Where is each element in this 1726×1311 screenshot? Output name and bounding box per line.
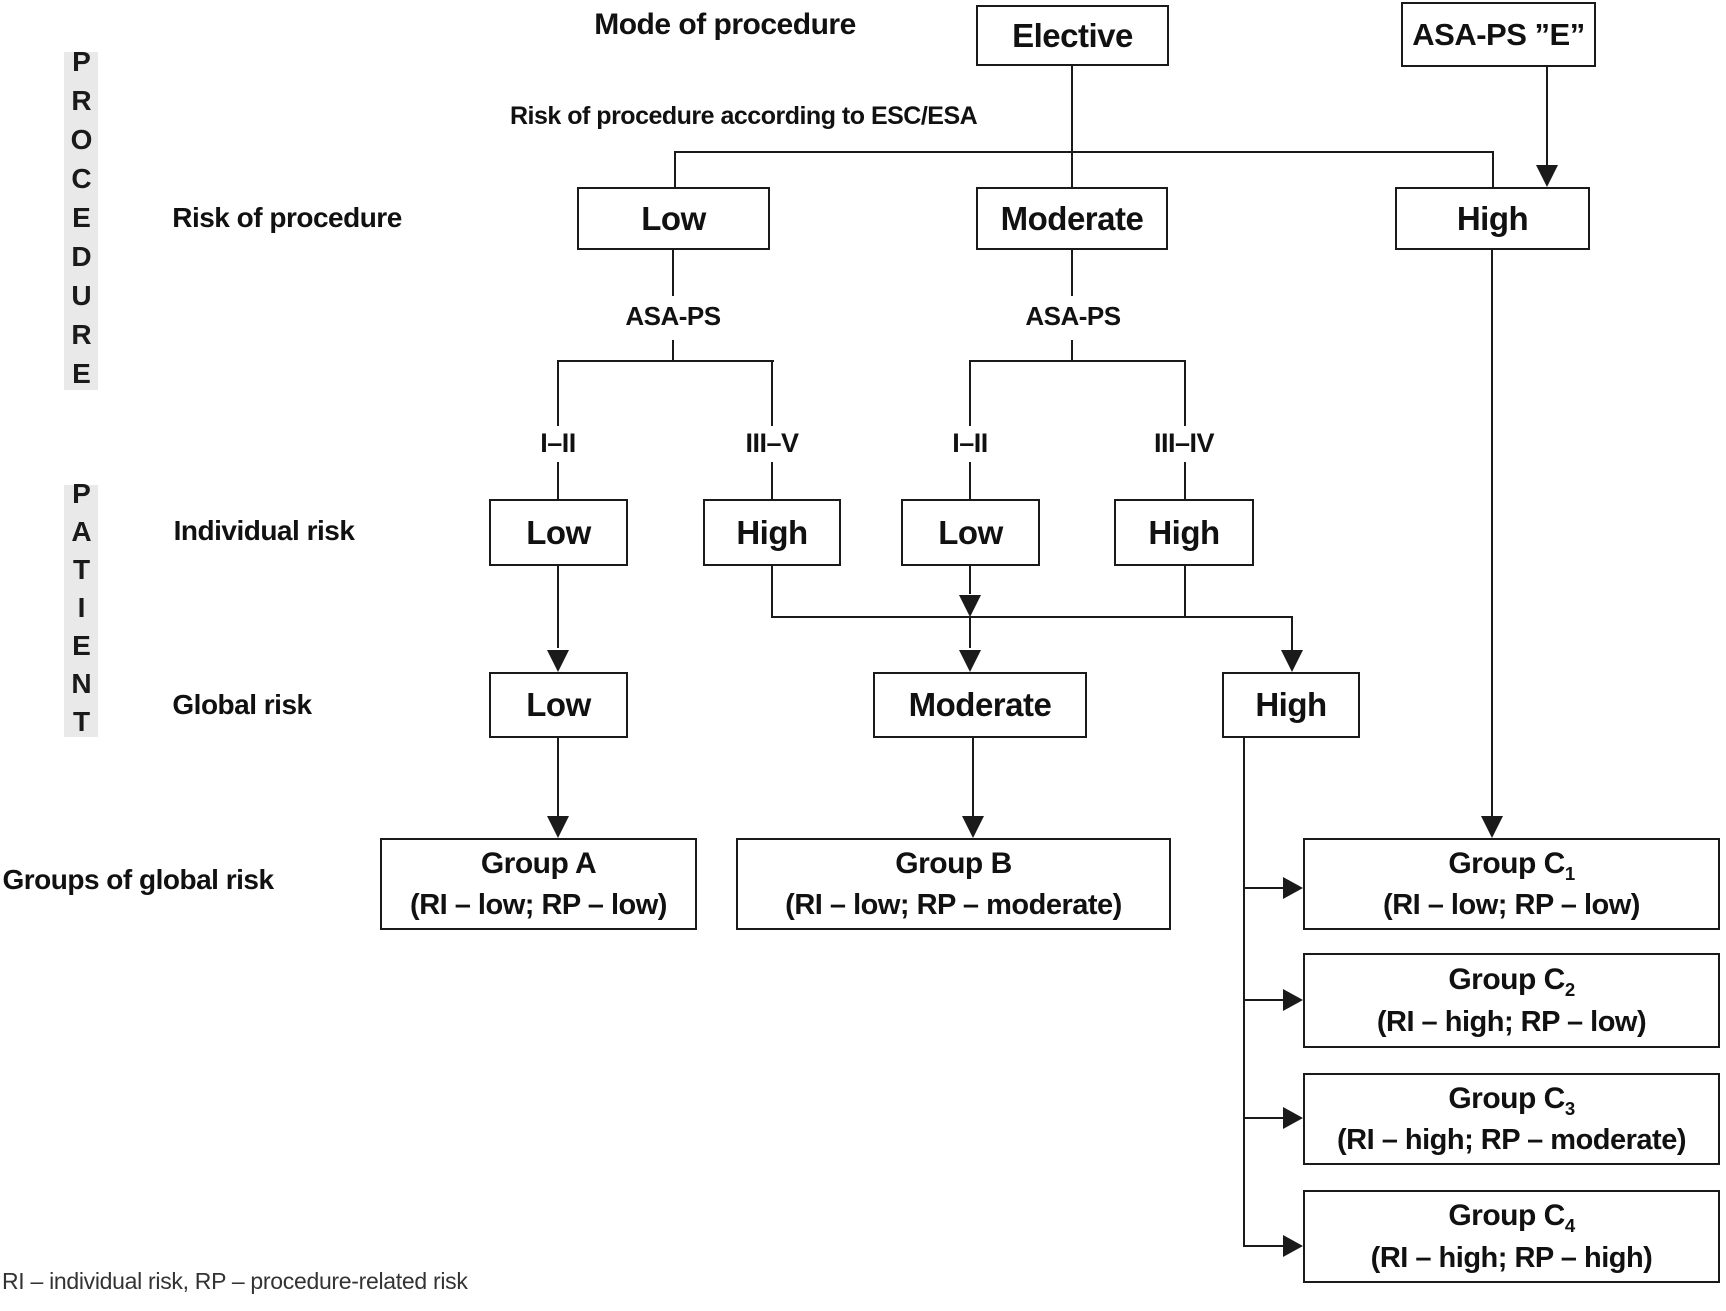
connector-line: [969, 618, 971, 648]
node-elective: Elective: [976, 5, 1169, 66]
connector-line: [1184, 360, 1186, 426]
node-individual-low-2: Low: [901, 499, 1040, 566]
node-group-c2: Group C2 (RI – high; RP – low): [1303, 953, 1720, 1048]
label-asa-ps-left: ASA-PS: [625, 301, 721, 331]
connector-line: [771, 616, 1293, 618]
connector-line: [771, 360, 773, 426]
arrow-down-icon: [1281, 650, 1303, 672]
row-label-risk-of-procedure: Risk of procedure: [172, 202, 402, 233]
node-individual-low-1: Low: [489, 499, 628, 566]
connector-line: [1244, 1245, 1286, 1247]
connector-line: [674, 151, 1494, 153]
group-b-title: Group B: [895, 846, 1012, 880]
node-risk-high: High: [1395, 187, 1590, 250]
esc-esa-label: Risk of procedure according to ESC/ESA: [510, 102, 978, 130]
connector-line: [771, 566, 773, 618]
arrow-down-icon: [547, 816, 569, 838]
group-c4-title: Group C4: [1448, 1199, 1575, 1237]
connector-line: [1491, 250, 1493, 816]
node-group-c1: Group C1 (RI – low; RP – low): [1303, 838, 1720, 930]
arrow-right-icon: [1283, 989, 1303, 1011]
connector-line: [557, 566, 559, 648]
row-label-global-risk: Global risk: [172, 689, 312, 720]
page-title: Mode of procedure: [594, 8, 856, 41]
connector-line: [972, 738, 974, 816]
arrow-right-icon: [1283, 1107, 1303, 1129]
node-group-c4: Group C4 (RI – high; RP – high): [1303, 1190, 1720, 1283]
group-a-detail: (RI – low; RP – low): [410, 889, 667, 922]
node-asa-ps-e: ASA-PS ”E”: [1401, 2, 1596, 67]
connector-line: [1071, 340, 1073, 362]
arrow-down-icon: [1481, 816, 1503, 838]
connector-line: [1184, 462, 1186, 499]
group-c1-detail: (RI – low; RP – low): [1383, 889, 1640, 922]
connector-line: [969, 360, 1185, 362]
connector-line: [969, 360, 971, 426]
group-c2-detail: (RI – high; RP – low): [1376, 1005, 1647, 1038]
connector-line: [969, 566, 971, 594]
connector-line: [1546, 67, 1548, 165]
label-asa-iii-iv: III–IV: [1153, 428, 1215, 458]
group-a-title: Group A: [480, 846, 597, 880]
connector-line: [1184, 566, 1186, 618]
connector-line: [1243, 738, 1245, 1247]
node-group-a: Group A (RI – low; RP – low): [380, 838, 697, 930]
group-c1-title: Group C1: [1448, 846, 1575, 884]
node-individual-high-2: High: [1114, 499, 1254, 566]
connector-line: [1492, 151, 1494, 188]
arrow-down-icon: [959, 595, 981, 617]
connector-line: [557, 462, 559, 499]
arrow-down-icon: [1536, 165, 1558, 187]
node-global-high: High: [1222, 672, 1360, 738]
connector-line: [672, 250, 674, 296]
label-asa-ps-right: ASA-PS: [1025, 301, 1121, 331]
node-group-c3: Group C3 (RI – high; RP – moderate): [1303, 1073, 1720, 1165]
group-c2-title: Group C2: [1448, 963, 1575, 1001]
connector-line: [969, 462, 971, 499]
connector-line: [1071, 66, 1073, 187]
arrow-right-icon: [1283, 1235, 1303, 1257]
node-risk-low: Low: [577, 187, 770, 250]
node-risk-moderate: Moderate: [976, 187, 1168, 250]
group-c4-detail: (RI – high; RP – high): [1370, 1241, 1653, 1274]
label-asa-i-ii-right: I–II: [952, 428, 988, 458]
node-group-b: Group B (RI – low; RP – moderate): [736, 838, 1171, 930]
connector-line: [1071, 250, 1073, 296]
connector-line: [672, 340, 674, 362]
connector-line: [674, 151, 676, 188]
connector-line: [557, 738, 559, 816]
node-individual-high-1: High: [703, 499, 841, 566]
label-asa-iii-v: III–V: [745, 428, 799, 458]
group-c3-title: Group C3: [1448, 1081, 1575, 1119]
arrow-down-icon: [959, 650, 981, 672]
arrow-down-icon: [547, 650, 569, 672]
connector-line: [1244, 999, 1286, 1001]
connector-line: [1244, 887, 1286, 889]
connector-line: [557, 360, 559, 426]
label-asa-i-ii-left: I–II: [540, 428, 576, 458]
connector-line: [771, 462, 773, 499]
patient-axis-strip: PATIENT: [64, 478, 98, 744]
procedure-axis-strip: PROCEDURE: [64, 45, 98, 397]
row-label-groups-of-global-risk: Groups of global risk: [2, 864, 274, 895]
node-global-moderate: Moderate: [873, 672, 1087, 738]
group-c3-detail: (RI – high; RP – moderate): [1336, 1124, 1687, 1157]
connector-line: [1244, 1117, 1286, 1119]
footnote: RI – individual risk, RP – procedure-rel…: [2, 1268, 468, 1294]
node-global-low: Low: [489, 672, 628, 738]
connector-line: [557, 360, 774, 362]
arrow-right-icon: [1283, 877, 1303, 899]
arrow-down-icon: [962, 816, 984, 838]
row-label-individual-risk: Individual risk: [173, 515, 355, 546]
connector-line: [1291, 616, 1293, 650]
group-b-detail: (RI – low; RP – moderate): [785, 889, 1122, 922]
